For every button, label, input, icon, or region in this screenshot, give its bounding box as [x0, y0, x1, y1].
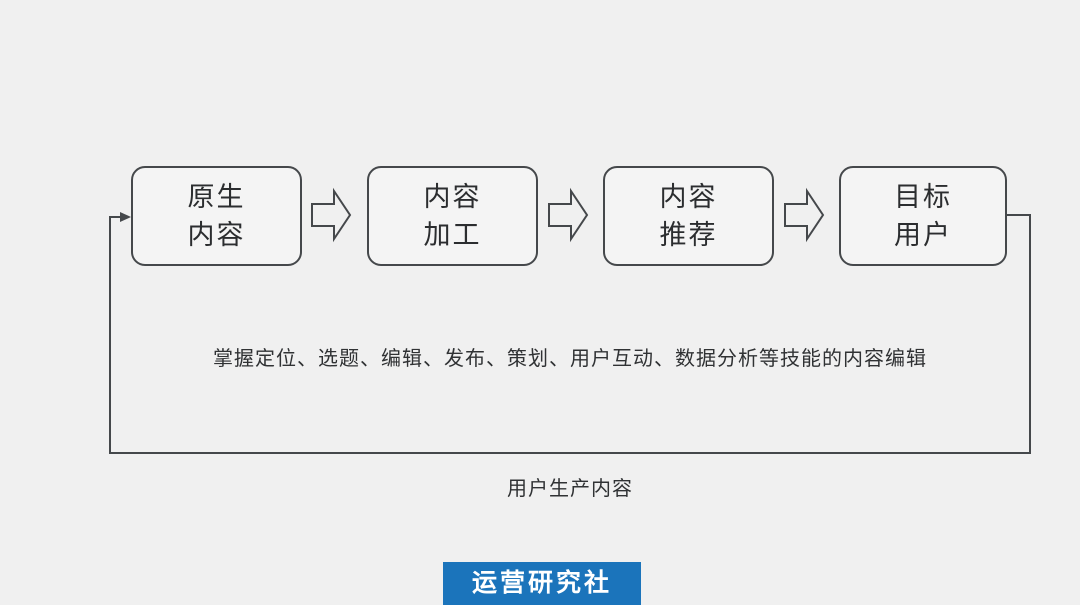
flow-node-label-line2: 加工	[423, 220, 482, 250]
flow-node-label-line2: 内容	[187, 220, 246, 250]
block-arrow-right-icon	[311, 187, 352, 243]
feedback-loop-arrowhead-icon	[120, 212, 131, 222]
flow-node-content-recommendation[interactable]: 内容 推荐	[603, 166, 774, 266]
flow-node-label-line1: 原生	[187, 181, 246, 212]
flow-node-label-line1: 内容	[423, 181, 482, 212]
flow-node-label-line2: 推荐	[659, 220, 718, 250]
flow-node-label-line1: 目标	[894, 181, 952, 212]
feedback-loop-label: 用户生产内容	[507, 478, 633, 500]
block-arrow-right-icon	[548, 187, 589, 243]
flow-node-label-line2: 用户	[894, 220, 952, 250]
flow-node-native-content[interactable]: 原生 内容	[131, 166, 302, 266]
brand-banner-label: 运营研究社	[471, 569, 612, 597]
flow-node-content-processing[interactable]: 内容 加工	[367, 166, 538, 266]
flow-node-target-user[interactable]: 目标 用户	[839, 166, 1007, 266]
skills-caption: 掌握定位、选题、编辑、发布、策划、用户互动、数据分析等技能的内容编辑	[213, 348, 927, 370]
flow-node-label-line1: 内容	[659, 181, 718, 212]
block-arrow-right-icon	[784, 187, 825, 243]
brand-banner: 运营研究社	[443, 562, 641, 605]
